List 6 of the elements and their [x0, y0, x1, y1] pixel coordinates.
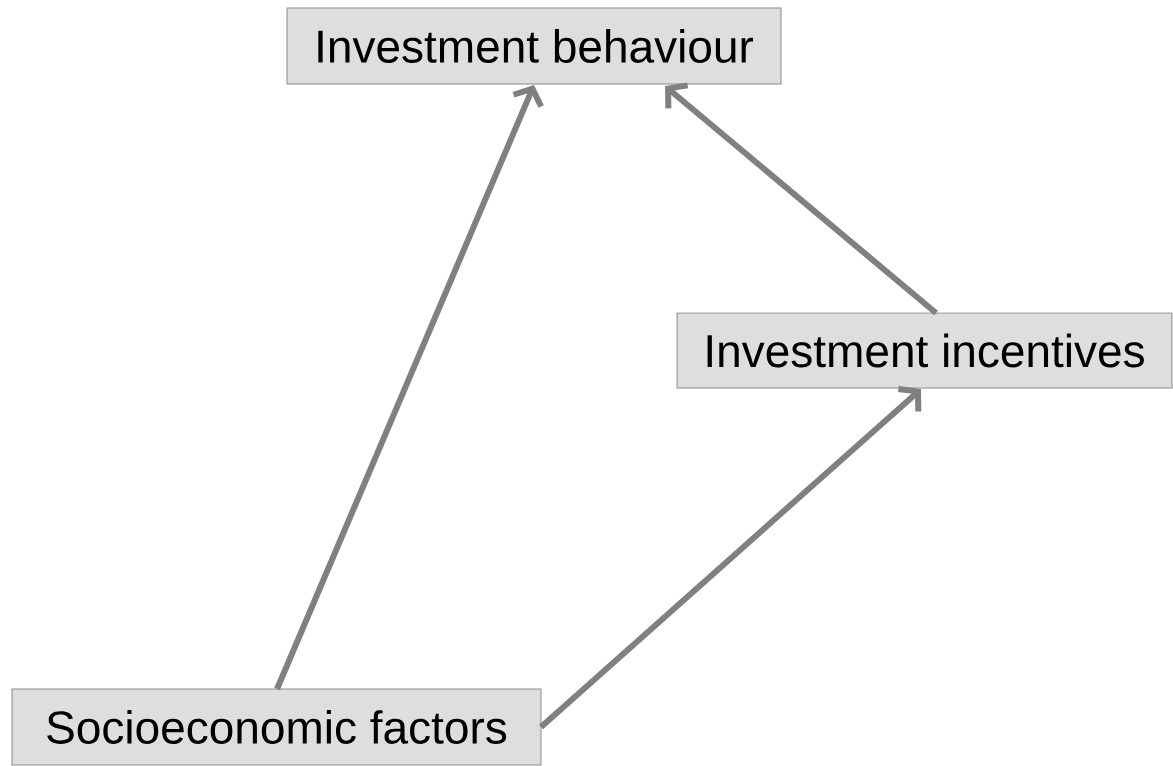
process-box: Investment behaviour: [286, 7, 782, 85]
arrow: [274, 85, 544, 691]
arrow: [665, 82, 938, 316]
arrow: [539, 386, 922, 730]
process-box: Investment incentives: [676, 312, 1173, 389]
process-box: Socioeconomic factors: [11, 688, 542, 766]
